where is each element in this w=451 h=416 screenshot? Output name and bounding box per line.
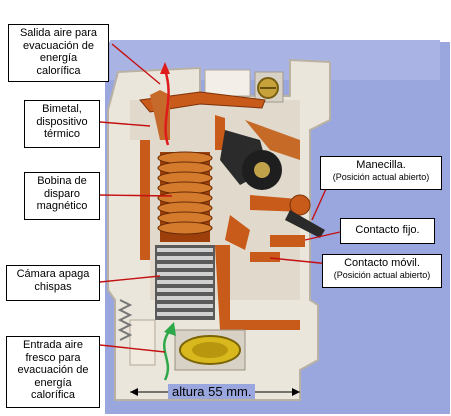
leader-salida bbox=[111, 43, 161, 85]
label-contacto-movil: Contacto móvil. (Posición actual abierto… bbox=[322, 254, 442, 288]
fixed-contact-bar bbox=[270, 235, 305, 247]
leader-contacto-movil bbox=[269, 257, 331, 265]
label-bobina: Bobina de disparo magnético bbox=[24, 172, 100, 220]
label-contacto-movil-title: Contacto móvil. bbox=[344, 257, 420, 269]
copper-lower-path bbox=[215, 245, 300, 330]
air-in-arrow bbox=[163, 329, 172, 381]
magnetic-coil bbox=[157, 151, 213, 242]
label-manecilla: Manecilla. (Posición actual abierto) bbox=[320, 156, 442, 190]
label-bimetal: Bimetal, dispositivo térmico bbox=[24, 100, 100, 148]
arc-chute-plates bbox=[155, 245, 215, 320]
moving-contact-bar bbox=[250, 252, 280, 262]
label-salida-aire: Salida aire para evacuación de energía c… bbox=[8, 24, 109, 82]
label-entrada-aire: Entrada aire fresco para evacuación de e… bbox=[6, 336, 100, 408]
copper-bar-left bbox=[140, 140, 150, 260]
spring bbox=[117, 299, 133, 341]
label-camara: Cámara apaga chispas bbox=[6, 265, 100, 301]
leader-bimetal bbox=[99, 121, 151, 127]
label-manecilla-title: Manecilla. bbox=[356, 159, 406, 171]
air-out-arrow bbox=[163, 69, 170, 146]
trip-mechanism bbox=[220, 120, 325, 250]
copper-bar-right bbox=[215, 115, 225, 150]
leader-bobina bbox=[99, 194, 173, 197]
leader-camara bbox=[99, 275, 161, 283]
label-altura: altura 55 mm. bbox=[168, 384, 256, 399]
label-manecilla-sub: (Posición actual abierto) bbox=[332, 171, 430, 182]
leader-entrada bbox=[99, 344, 166, 353]
bimetal-strip bbox=[139, 91, 266, 113]
leader-contacto-fijo bbox=[304, 231, 341, 241]
label-contacto-fijo: Contacto fijo. bbox=[340, 218, 435, 244]
label-contacto-movil-sub: (Posición actual abierto) bbox=[333, 269, 431, 280]
